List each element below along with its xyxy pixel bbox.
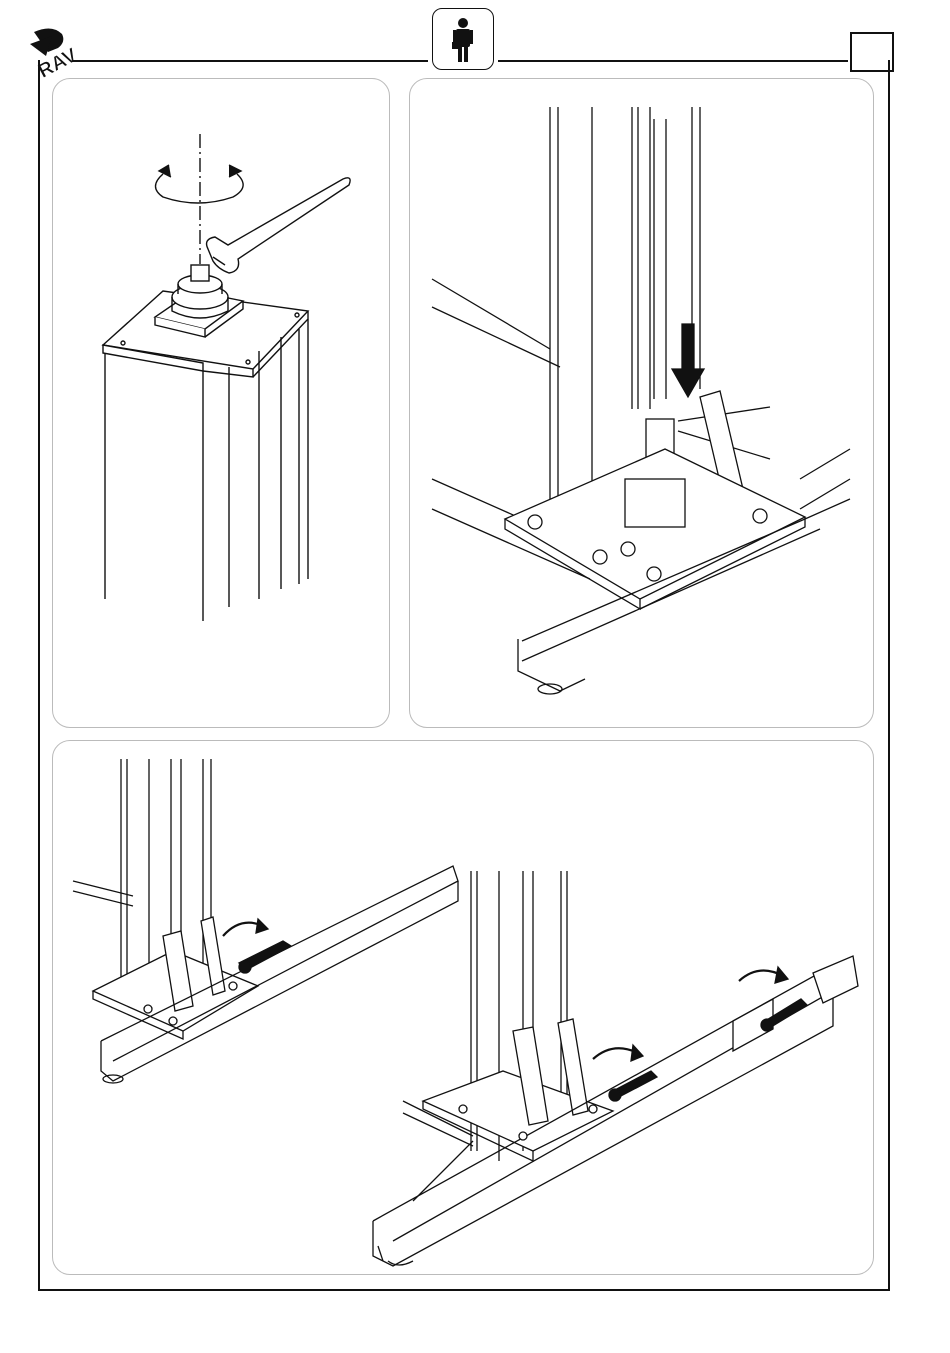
panel-base-crossbeam — [52, 740, 874, 1275]
column-base-illustration — [410, 79, 873, 727]
column-top-illustration — [53, 79, 389, 727]
panel-column-base — [409, 78, 874, 728]
panel-column-top — [52, 78, 390, 728]
base-crossbeam-illustration — [53, 741, 873, 1274]
